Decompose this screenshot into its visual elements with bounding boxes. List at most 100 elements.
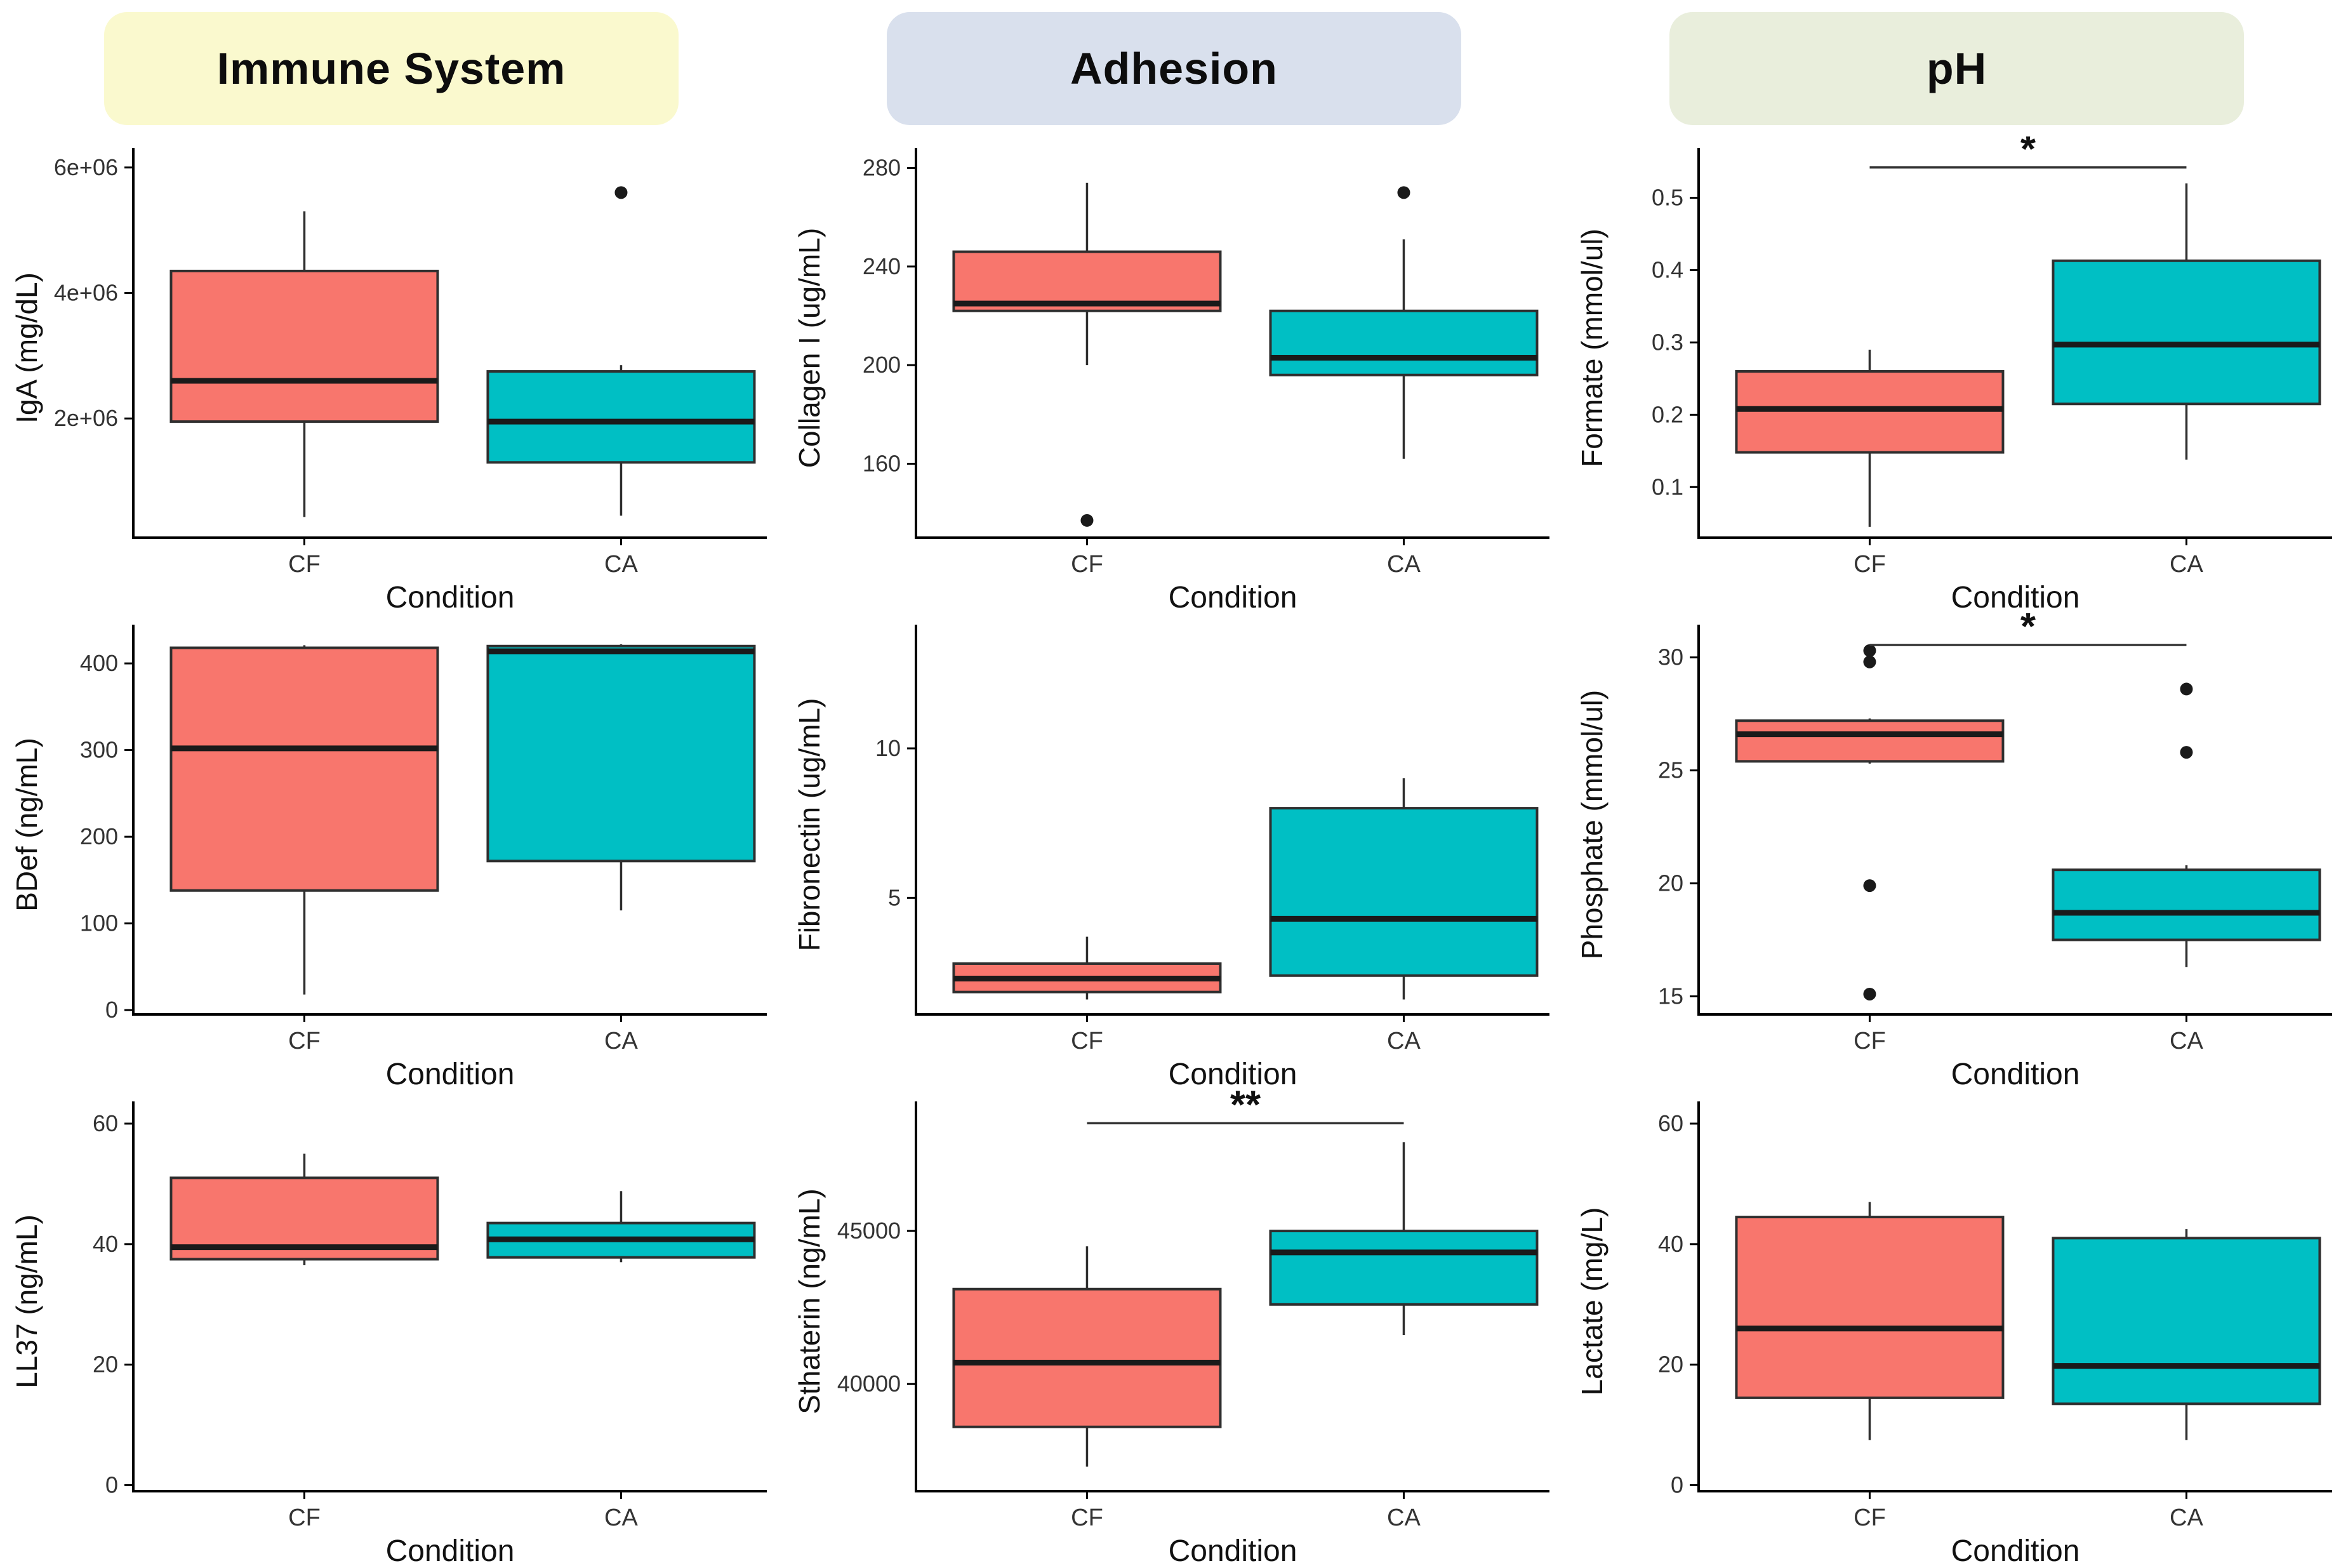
y-tick-label: 200 [80, 823, 118, 849]
x-tick-label: CF [1071, 1028, 1103, 1054]
boxplot-svg-fibronectin: 5 10 Fibronectin (ug/mL) CF CA Condition [793, 625, 1549, 1090]
x-axis-title: Condition [1169, 1058, 1297, 1090]
outlier-CF [1863, 655, 1876, 668]
box-CF [169, 646, 439, 892]
x-tick-label: CA [1387, 1505, 1421, 1531]
y-axis-title: Formate (mmol/ul) [1575, 229, 1608, 467]
y-tick-label: 20 [1658, 870, 1683, 896]
y-tick-label: 0 [105, 997, 118, 1023]
y-axis-title: LL37 (ng/mL) [10, 1214, 43, 1388]
y-axis-title: Fibronectin (ug/mL) [793, 698, 826, 952]
outlier-CF [1080, 514, 1094, 527]
y-tick-label: 20 [93, 1352, 118, 1378]
y-tick-label: 0.3 [1652, 329, 1683, 355]
y-tick-label: 0 [105, 1472, 118, 1498]
y-tick-label: 160 [863, 451, 901, 477]
x-tick-label: CA [604, 1505, 638, 1531]
outlier-CA [2180, 682, 2193, 696]
box-CF [1735, 719, 2005, 763]
x-axis-title: Condition [1951, 581, 2080, 613]
box-CF [952, 1287, 1222, 1428]
y-tick-label: 100 [80, 910, 118, 936]
x-tick-label: CF [288, 1505, 321, 1531]
significance-label: * [2020, 136, 2036, 171]
x-tick-label: CF [288, 551, 321, 578]
box-CF [1735, 1216, 2005, 1399]
x-tick-label: CA [1387, 551, 1421, 578]
outlier-CF [1863, 987, 1876, 1000]
x-tick-label: CF [288, 1028, 321, 1054]
y-tick-label: 280 [863, 155, 901, 181]
x-axis-title: Condition [1169, 581, 1297, 613]
x-axis-title: Condition [386, 1058, 515, 1090]
x-axis-title: Condition [1951, 1058, 2080, 1090]
x-tick-label: CA [2170, 1505, 2203, 1531]
box-CA [2052, 259, 2321, 406]
y-axis-title: Collagen I (ug/mL) [793, 228, 826, 468]
outlier-CA [2180, 746, 2193, 759]
x-tick-label: CA [2170, 1028, 2203, 1054]
x-tick-label: CA [604, 551, 638, 578]
y-tick-label: 0.2 [1652, 401, 1683, 427]
y-tick-label: 25 [1658, 757, 1683, 783]
box-CA [486, 644, 756, 863]
y-tick-label: 40 [1658, 1231, 1683, 1257]
boxplot-fibronectin: 5 10 Fibronectin (ug/mL) CF CA Condition [783, 613, 1565, 1090]
x-axis-title: Condition [386, 1534, 515, 1567]
significance-label: * [2020, 613, 2036, 649]
x-axis-title: Condition [386, 581, 515, 613]
box-CA [486, 370, 756, 464]
y-tick-label: 4e+06 [54, 280, 118, 306]
box-CA [1269, 1230, 1539, 1306]
column-header-adhesion: Adhesion [887, 11, 1461, 125]
x-axis-title: Condition [1169, 1534, 1297, 1567]
y-tick-label: 300 [80, 737, 118, 763]
box-CF [1735, 370, 2005, 454]
y-tick-label: 20 [1658, 1352, 1683, 1378]
y-tick-label: 6e+06 [54, 154, 118, 180]
column-header-ph: pH [1669, 11, 2244, 125]
x-tick-label: CF [1071, 551, 1103, 578]
y-tick-label: 240 [863, 253, 901, 279]
x-axis-title: Condition [1951, 1534, 2080, 1567]
y-axis-title: Phosphate (mmol/ul) [1575, 690, 1608, 959]
column-headers: Immune System Adhesion pH [0, 0, 2348, 136]
x-tick-label: CF [1854, 551, 1886, 578]
outlier-CA [1397, 186, 1410, 199]
y-tick-label: 60 [1658, 1110, 1683, 1136]
x-tick-label: CA [2170, 551, 2203, 578]
y-tick-label: 40000 [837, 1371, 901, 1397]
y-tick-label: 30 [1658, 644, 1683, 670]
y-tick-label: 5 [888, 884, 901, 910]
y-tick-label: 10 [875, 735, 901, 761]
y-tick-label: 2e+06 [54, 405, 118, 431]
x-tick-label: CF [1854, 1028, 1886, 1054]
outlier-CA [614, 186, 628, 199]
y-tick-label: 0.5 [1652, 185, 1683, 211]
x-tick-label: CA [1387, 1028, 1421, 1054]
significance-label: ** [1230, 1090, 1261, 1127]
y-tick-label: 0.1 [1652, 474, 1683, 500]
y-axis-title: Sthaterin (ng/mL) [793, 1188, 826, 1414]
y-tick-label: 0.4 [1652, 257, 1683, 283]
outlier-CF [1863, 879, 1876, 893]
box-CF [169, 269, 439, 423]
box-CA [1269, 807, 1539, 977]
y-tick-label: 60 [93, 1110, 118, 1136]
box-CA [1269, 309, 1539, 376]
y-tick-label: 400 [80, 650, 118, 676]
box-CA [2052, 868, 2321, 941]
y-tick-label: 15 [1658, 983, 1683, 1009]
